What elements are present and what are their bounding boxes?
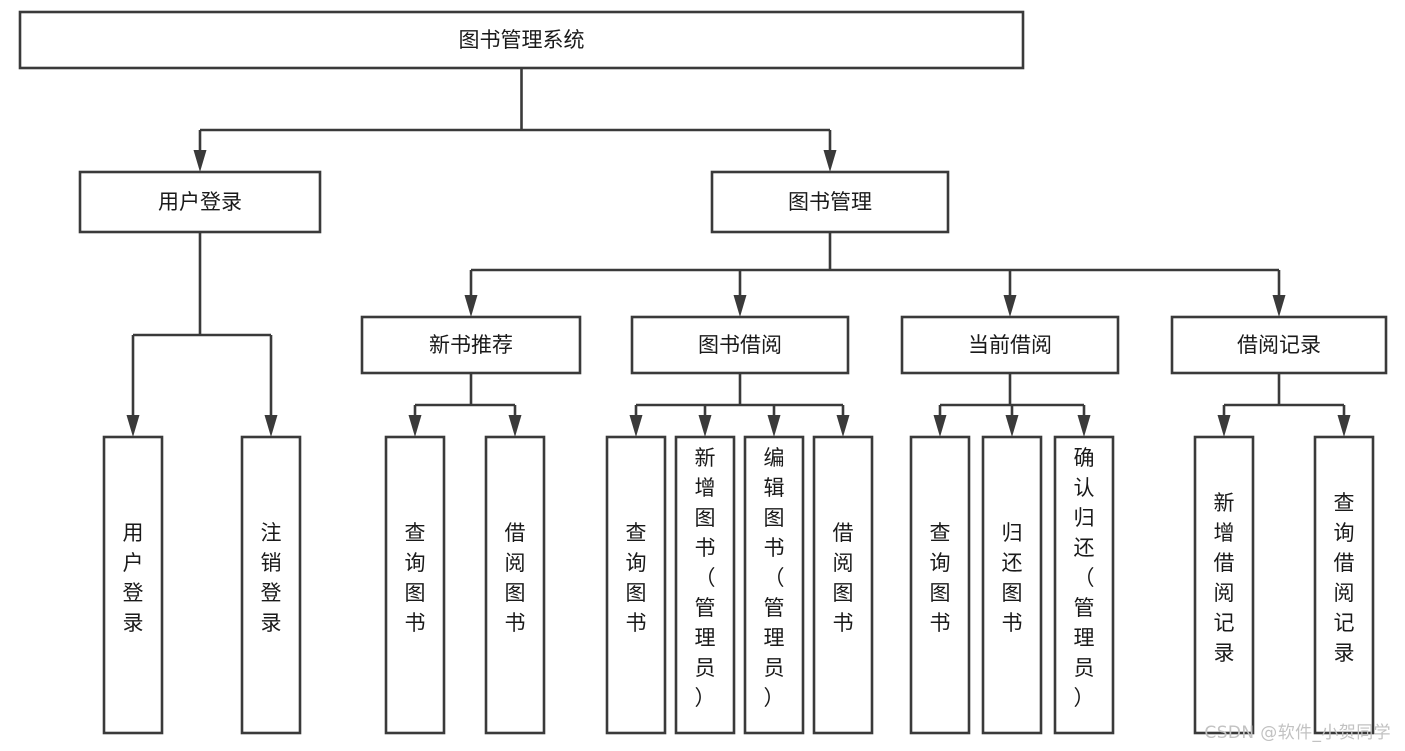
node-label-leaf-borrow-book-recommend: 借阅图书: [505, 521, 526, 635]
node-box-leaf-add-book-admin[interactable]: [674, 435, 736, 735]
node-box-leaf-user-login[interactable]: [102, 435, 164, 735]
arrow-head: [264, 415, 278, 437]
node-label-leaf-add-borrow-record: 新增借阅记录: [1214, 491, 1235, 665]
node-label-root: 图书管理系统: [459, 28, 585, 52]
arrow-head: [1272, 295, 1286, 317]
node-box-leaf-borrow-book[interactable]: [812, 435, 874, 735]
watermark-label: CSDN @软件_小贺同学: [1204, 723, 1391, 743]
arrow-head: [933, 415, 947, 437]
node-box-leaf-edit-book-admin[interactable]: [743, 435, 805, 735]
arrow-head: [193, 150, 207, 172]
node-box-leaf-add-borrow-record[interactable]: [1193, 435, 1255, 735]
arrow-head: [698, 415, 712, 437]
connector-layer: [126, 68, 1351, 437]
node-label-leaf-logout-login: 注销登录: [261, 521, 282, 635]
node-label-book-management: 图书管理: [788, 190, 872, 214]
node-box-new-book-recommend[interactable]: [360, 315, 582, 375]
node-label-leaf-query-borrow-record: 查询借阅记录: [1334, 491, 1355, 665]
arrow-head: [1077, 415, 1091, 437]
node-label-new-book-recommend: 新书推荐: [429, 333, 513, 357]
arrow-head: [126, 415, 140, 437]
node-box-leaf-confirm-return-admin[interactable]: [1053, 435, 1115, 735]
node-box-leaf-query-borrow-record[interactable]: [1313, 435, 1375, 735]
node-box-leaf-logout-login[interactable]: [240, 435, 302, 735]
node-box-book-borrow[interactable]: [630, 315, 850, 375]
node-box-leaf-borrow-book-recommend[interactable]: [484, 435, 546, 735]
arrow-head: [823, 150, 837, 172]
node-box-leaf-query-book-current[interactable]: [909, 435, 971, 735]
node-label-book-borrow: 图书借阅: [698, 333, 782, 357]
node-box-leaf-return-book[interactable]: [981, 435, 1043, 735]
arrow-head: [733, 295, 747, 317]
arrow-head: [408, 415, 422, 437]
node-label-borrow-records: 借阅记录: [1237, 333, 1321, 357]
node-box-user-login[interactable]: [78, 170, 322, 234]
node-box-book-management[interactable]: [710, 170, 950, 234]
node-box-root[interactable]: [18, 10, 1025, 70]
node-label-leaf-edit-book-admin: 编辑图书（管理员）: [764, 446, 785, 710]
node-label-leaf-query-book-borrow: 查询图书: [626, 521, 647, 635]
arrow-head: [1003, 295, 1017, 317]
node-label-user-login: 用户登录: [158, 190, 242, 214]
arrow-head: [629, 415, 643, 437]
arrow-head: [1005, 415, 1019, 437]
node-box-borrow-records[interactable]: [1170, 315, 1388, 375]
node-label-leaf-confirm-return-admin: 确认归还（管理员）: [1074, 446, 1095, 710]
arrow-head: [508, 415, 522, 437]
node-label-leaf-add-book-admin: 新增图书（管理员）: [695, 446, 716, 710]
arrow-head: [464, 295, 478, 317]
node-label-leaf-query-book-current: 查询图书: [930, 521, 951, 635]
node-box-leaf-query-book-recommend[interactable]: [384, 435, 446, 735]
node-box-leaf-query-book-borrow[interactable]: [605, 435, 667, 735]
arrow-head: [836, 415, 850, 437]
arrow-head: [767, 415, 781, 437]
node-label-leaf-borrow-book: 借阅图书: [833, 521, 854, 635]
node-layer: [18, 10, 1388, 735]
node-label-leaf-query-book-recommend: 查询图书: [405, 521, 426, 635]
label-layer: 图书管理系统用户登录图书管理新书推荐图书借阅当前借阅借阅记录用户登录注销登录查询…: [123, 28, 1355, 710]
arrow-head: [1337, 415, 1351, 437]
node-box-current-borrow[interactable]: [900, 315, 1120, 375]
node-label-current-borrow: 当前借阅: [968, 333, 1052, 357]
node-label-leaf-return-book: 归还图书: [1002, 521, 1023, 635]
node-label-leaf-user-login: 用户登录: [123, 521, 144, 635]
arrow-head: [1217, 415, 1231, 437]
